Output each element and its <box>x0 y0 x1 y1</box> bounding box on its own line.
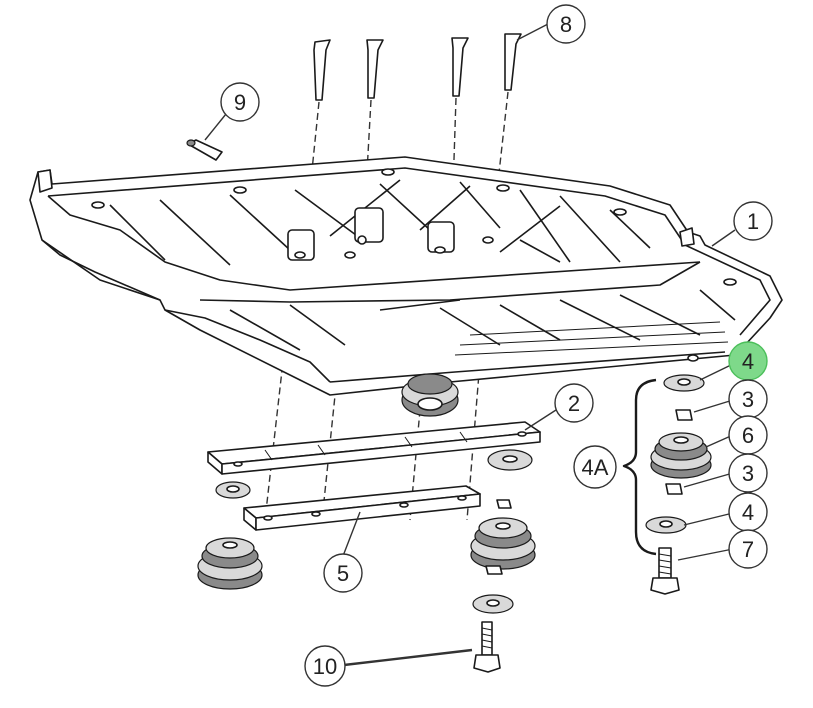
callout-9: 9 <box>220 82 260 122</box>
callout-1: 1 <box>733 201 773 241</box>
leader-lines <box>204 23 736 667</box>
center-hardware <box>470 449 536 614</box>
mounted-wheel <box>401 373 459 417</box>
callout-label: 9 <box>234 90 246 115</box>
plate-lower <box>243 485 481 531</box>
callout-label: 10 <box>313 654 337 679</box>
callout-7: 7 <box>728 529 768 569</box>
callout-label: 3 <box>742 387 754 412</box>
callout-5: 5 <box>323 553 363 593</box>
callout-8: 8 <box>546 4 586 44</box>
callout-label: 8 <box>560 12 572 37</box>
callout-3-upper: 3 <box>728 379 768 419</box>
callout-3-lower: 3 <box>728 453 768 493</box>
callout-label: 6 <box>742 423 754 448</box>
left-hardware <box>197 481 263 590</box>
assembly-4a <box>622 374 712 595</box>
main-frame <box>29 156 783 396</box>
plate-upper <box>207 421 541 475</box>
callout-4a: 4A <box>573 445 617 489</box>
callout-label: 7 <box>742 537 754 562</box>
callout-10: 10 <box>304 645 346 687</box>
callout-6: 6 <box>728 415 768 455</box>
callout-label: 4 <box>742 500 754 525</box>
callout-4-highlighted: 4 <box>728 341 768 381</box>
screw-group <box>313 33 522 101</box>
screw <box>504 33 522 91</box>
callout-label: 3 <box>742 461 754 486</box>
callout-label: 1 <box>747 209 759 234</box>
bolt-lower <box>473 621 501 673</box>
screw <box>313 39 331 101</box>
callout-label: 5 <box>337 561 349 586</box>
callout-label: 4A <box>582 455 609 480</box>
callout-label: 2 <box>568 391 580 416</box>
callout-label: 4 <box>742 349 754 374</box>
pin <box>186 139 223 161</box>
callout-4-lower: 4 <box>728 492 768 532</box>
screw <box>366 39 384 99</box>
callout-2: 2 <box>554 383 594 423</box>
screw <box>451 37 469 97</box>
